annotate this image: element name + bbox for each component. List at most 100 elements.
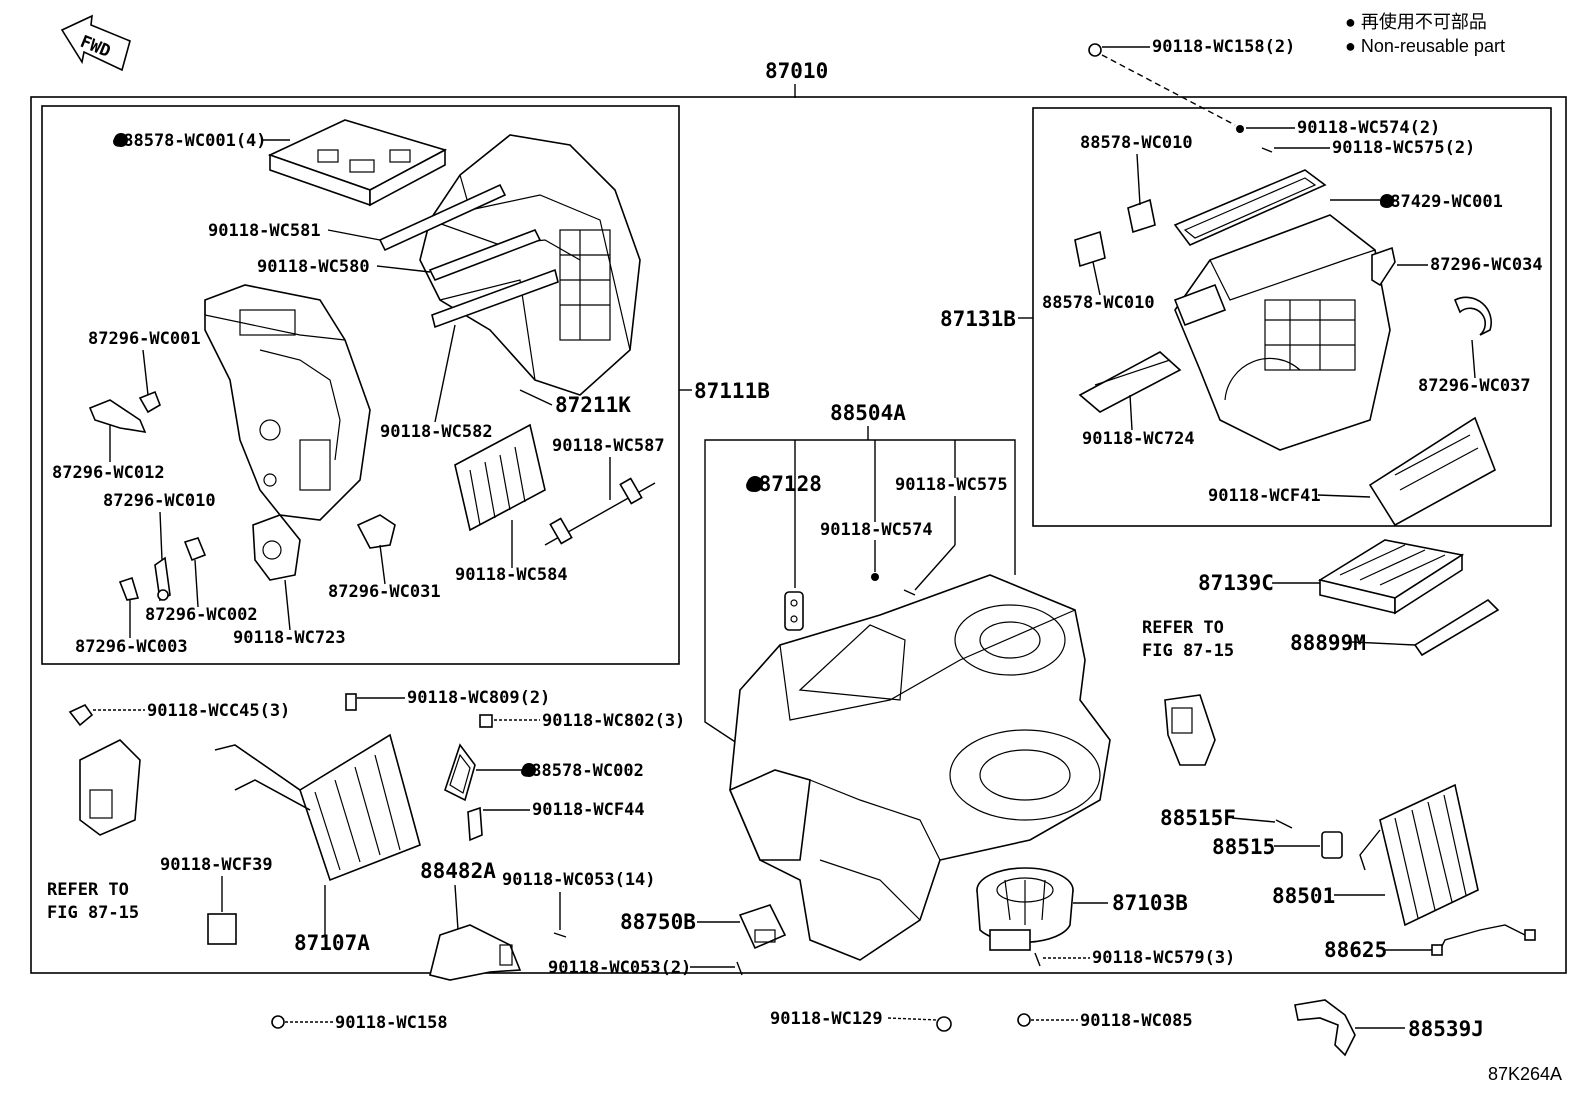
label-90118-wc053-14: 90118-WC053(14) xyxy=(502,870,656,890)
label-90118-wc802-3: 90118-WC802(3) xyxy=(542,711,685,731)
gasket-87429-wc001 xyxy=(1173,169,1327,246)
label-90118-wc580: 90118-WC580 xyxy=(257,257,370,277)
label-88515f: 88515F xyxy=(1160,806,1236,830)
subassembly-87131b-frame xyxy=(1032,107,1552,527)
duct-refer-a xyxy=(79,739,141,836)
nut-90118-wc085 xyxy=(1017,1013,1031,1027)
lever-87296-wc010 xyxy=(154,556,171,602)
clip-90118-wc574-2 xyxy=(1236,125,1244,133)
label-88501: 88501 xyxy=(1272,884,1335,908)
label-87128: ●87128 xyxy=(746,472,822,496)
heater-core-87107a xyxy=(214,733,421,882)
label-90118-wcf44: 90118-WCF44 xyxy=(532,800,645,820)
label-88750b: 88750B xyxy=(620,910,696,934)
screw-90118-wc053-2 xyxy=(736,961,743,976)
label-90118-wc809-2: 90118-WC809(2) xyxy=(407,688,550,708)
damper-plate-part xyxy=(378,183,559,329)
duct-90118-wc724 xyxy=(1078,351,1182,413)
label-88578-wc002: ●88578-WC002 xyxy=(521,761,644,781)
clip-90118-wc802 xyxy=(479,714,493,728)
screw-90118-wc053-14 xyxy=(553,932,567,938)
duct-refer-b xyxy=(1164,694,1216,766)
sensor-88625 xyxy=(1431,924,1536,956)
lever-87296-wc012 xyxy=(88,399,147,434)
label-90118-wc085: 90118-WC085 xyxy=(1080,1011,1193,1031)
label-90118-wcc45-3: 90118-WCC45(3) xyxy=(147,701,290,721)
label-90118-wc158-2: 90118-WC158(2) xyxy=(1152,37,1295,57)
refer-label-b-2: FIG 87-15 xyxy=(1142,641,1234,661)
label-90118-wc158: 90118-WC158 xyxy=(335,1013,448,1033)
label-87139c: 87139C xyxy=(1198,571,1274,595)
screw-90118-wc579 xyxy=(1034,952,1041,967)
screw-90118-wc575 xyxy=(903,589,916,596)
filter-element-part xyxy=(454,423,546,532)
gear-87296-wc037 xyxy=(1453,296,1492,336)
evaporator-88501 xyxy=(1359,783,1479,927)
clip-90118-wc809 xyxy=(345,693,357,711)
filter-frame-part xyxy=(267,119,448,207)
label-90118-wc053-2: 90118-WC053(2) xyxy=(548,958,691,978)
label-87429-wc001: ●87429-WC001 xyxy=(1380,192,1503,212)
label-87010: 87010 xyxy=(765,59,828,83)
lever-87296-wc034 xyxy=(1371,246,1396,287)
label-90118-wc574: 90118-WC574 xyxy=(820,520,933,540)
label-90118-wc724: 90118-WC724 xyxy=(1082,429,1195,449)
label-87296-wc001: 87296-WC001 xyxy=(88,329,201,349)
label-87296-wc037: 87296-WC037 xyxy=(1418,376,1531,396)
gear-90118-wc723 xyxy=(252,514,301,581)
label-87131b: 87131B xyxy=(940,307,1016,331)
label-88578-wc001: ●88578-WC001(4) xyxy=(113,131,267,151)
label-88482a: 88482A xyxy=(420,859,496,883)
screw-90118-wc575-2 xyxy=(1261,147,1273,153)
label-90118-wc587: 90118-WC587 xyxy=(552,436,665,456)
grommet-87128 xyxy=(784,591,804,631)
nut-90118-wc158 xyxy=(271,1015,285,1029)
resistor-88750b xyxy=(738,904,787,950)
label-88539j: 88539J xyxy=(1408,1017,1484,1041)
legend-non-reusable-jp: ● 再使用不可部品 xyxy=(1345,12,1487,32)
legend-non-reusable-en: ● Non-reusable part xyxy=(1345,36,1505,56)
label-87296-wc003: 87296-WC003 xyxy=(75,637,188,657)
label-90118-wc723: 90118-WC723 xyxy=(233,628,346,648)
label-87107a: 87107A xyxy=(294,931,370,955)
hose-88539j xyxy=(1294,999,1356,1057)
nut-90118-wc129 xyxy=(936,1016,952,1032)
fwd-arrow-icon: FWD xyxy=(60,14,131,72)
label-87296-wc002: 87296-WC002 xyxy=(145,605,258,625)
label-88504a: 88504A xyxy=(830,401,906,425)
label-90118-wc575: 90118-WC575 xyxy=(895,475,1008,495)
label-90118-wc575-2: 90118-WC575(2) xyxy=(1332,138,1475,158)
refer-label-b-1: REFER TO xyxy=(1142,618,1224,638)
label-90118-wc584: 90118-WC584 xyxy=(455,565,568,585)
cover-88899m xyxy=(1413,598,1500,657)
gasket-88578-wc002 xyxy=(444,743,476,802)
label-90118-wc129: 90118-WC129 xyxy=(770,1009,883,1029)
clip-90118-wc574 xyxy=(871,573,879,581)
lever-87296-wc031 xyxy=(356,514,396,549)
blower-case-upper-part xyxy=(1173,214,1391,451)
label-90118-wcf41: 90118-WCF41 xyxy=(1208,486,1321,506)
label-90118-wc574-2: 90118-WC574(2) xyxy=(1297,118,1440,138)
label-90118-wc579-3: 90118-WC579(3) xyxy=(1092,948,1235,968)
label-88625: 88625 xyxy=(1324,938,1387,962)
lower-housing-part xyxy=(204,284,371,521)
valve-88515 xyxy=(1321,831,1343,859)
nut-90118-wc158-2 xyxy=(1088,43,1102,57)
clip-90118-wcc45 xyxy=(68,703,94,727)
label-87103b: 87103B xyxy=(1112,891,1188,915)
label-90118-wc582: 90118-WC582 xyxy=(380,422,493,442)
bracket-88482a xyxy=(429,924,522,981)
label-88515: 88515 xyxy=(1212,835,1275,859)
pin-88515f xyxy=(1275,819,1293,829)
lever-87296-wc002 xyxy=(183,537,207,562)
blower-motor-87103b xyxy=(976,867,1074,951)
label-87211k: 87211K xyxy=(555,393,631,417)
seal-88578-wc010-b xyxy=(1074,230,1106,268)
label-88899m: 88899M xyxy=(1290,631,1366,655)
seal-88578-wc010-a xyxy=(1127,198,1156,234)
subassembly-87111b-frame xyxy=(41,105,680,665)
shaft-part xyxy=(544,477,656,546)
duct-90118-wcf41 xyxy=(1368,416,1496,527)
